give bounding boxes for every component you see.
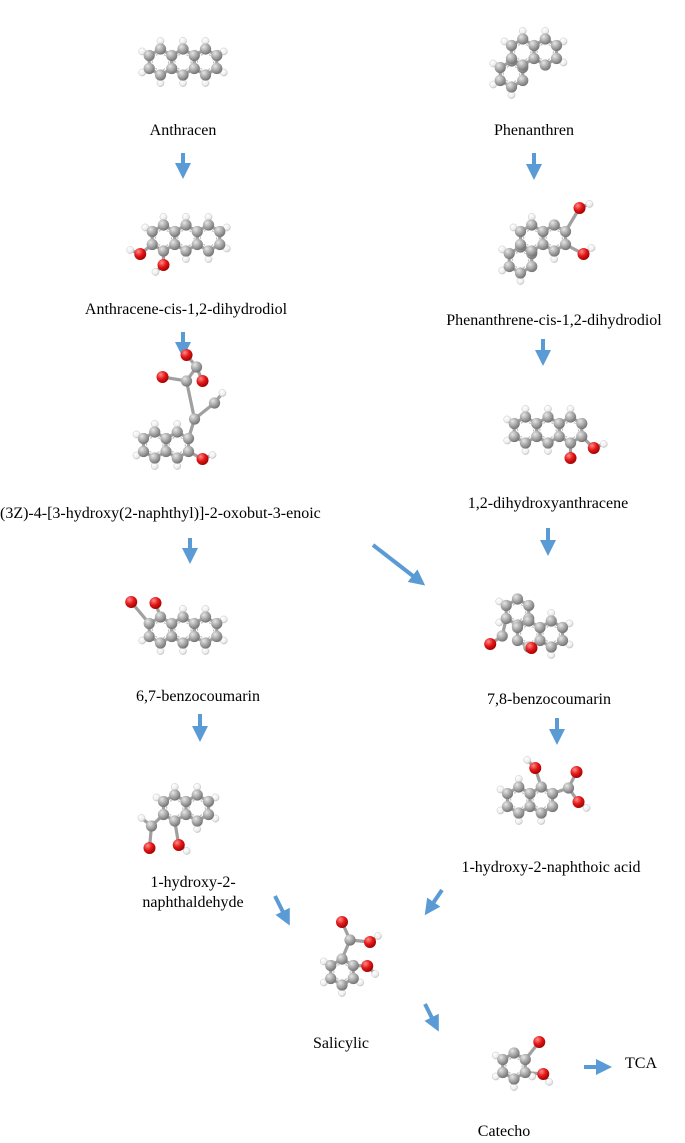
label-anthracene: Anthracen	[149, 122, 217, 139]
label-hydroxynaphthoic: 1-hydroxy-2-naphthoic acid	[461, 859, 641, 876]
salicylic-structure	[319, 916, 382, 997]
hydroxynaphthyl-oxobutenoic-structure	[132, 349, 227, 470]
arrow-hydroxynaphthyl-oxobutenoic-to-benzocoumarin-78	[371, 543, 426, 586]
label-anthracene-dihydrodiol: Anthracene-cis-1,2-dihydrodiol	[84, 301, 288, 318]
phenanthrene-structure	[489, 27, 568, 99]
benzocoumarin-67-structure	[125, 596, 228, 655]
label-hydroxynaphthyl-oxobutenoic: (3Z)-4-[3-hydroxy(2-naphthyl)]-2-oxobut-…	[0, 505, 321, 522]
benzocoumarin-78-structure	[484, 593, 574, 659]
arrow-salicylic-to-catechol	[423, 1003, 439, 1032]
label-benzocoumarin-78: 7,8-benzocoumarin	[487, 691, 611, 708]
anthracene-structure	[138, 37, 228, 87]
hydroxynaphthoic-structure	[496, 756, 591, 825]
label-salicylic: Salicylic	[313, 1035, 369, 1052]
catechol-structure	[491, 1036, 554, 1091]
label-catechol: Catecho	[477, 1123, 531, 1140]
arrow-hydroxynaphthoic-to-salicylic	[424, 888, 444, 916]
anthracene-dihydrodiol-structure	[126, 213, 231, 276]
label-dihydroxyanthracene: 1,2-dihydroxyanthracene	[467, 495, 629, 512]
label-hydroxynaphthaldehyde: 1-hydroxy-2-naphthaldehyde	[142, 874, 244, 911]
label-tca: TCA	[625, 1055, 657, 1072]
dihydroxyanthracene-structure	[503, 405, 608, 464]
arrow-hydroxynaphthaldehyde-to-salicylic	[273, 895, 290, 926]
pathway-arrows	[175, 153, 612, 1075]
phenanthrene-dihydrodiol-structure	[498, 200, 596, 285]
label-benzocoumarin-67: 6,7-benzocoumarin	[136, 688, 260, 705]
label-phenanthrene: Phenanthren	[494, 122, 574, 139]
label-phenanthrene-dihydrodiol: Phenanthrene-cis-1,2-dihydrodiol	[446, 312, 662, 329]
molecule-structures	[125, 27, 608, 1091]
hydroxynaphthaldehyde-structure	[137, 783, 220, 855]
